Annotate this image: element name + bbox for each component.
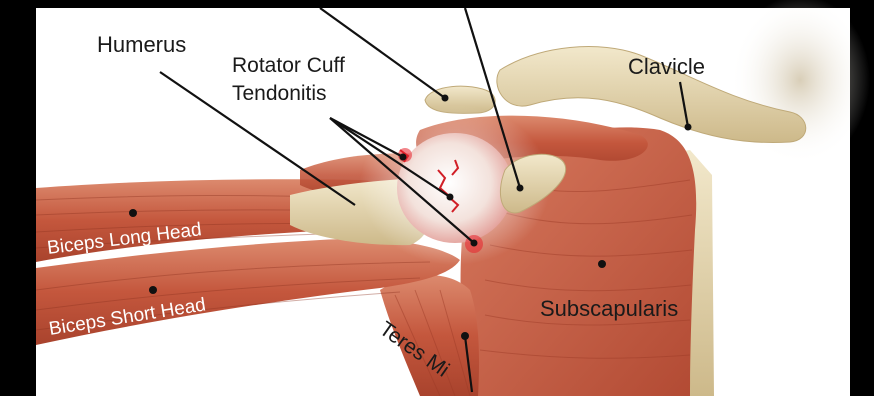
marker-dot [447,194,454,201]
label-clavicle: Clavicle [628,54,705,79]
marker-dot [149,286,157,294]
marker-dot [400,154,407,161]
marker-dot [685,124,692,131]
label-rotator-cuff-line2: Tendonitis [232,82,327,105]
marker-dot [598,260,606,268]
marker-dot [517,185,524,192]
marker-dot [442,95,449,102]
label-rotator-cuff-line1: Rotator Cuff [232,54,345,77]
marker-dot [471,240,478,247]
marker-dot [129,209,137,217]
label-humerus: Humerus [97,32,186,57]
label-subscapularis: Subscapularis [540,296,678,321]
marker-dot [461,332,469,340]
